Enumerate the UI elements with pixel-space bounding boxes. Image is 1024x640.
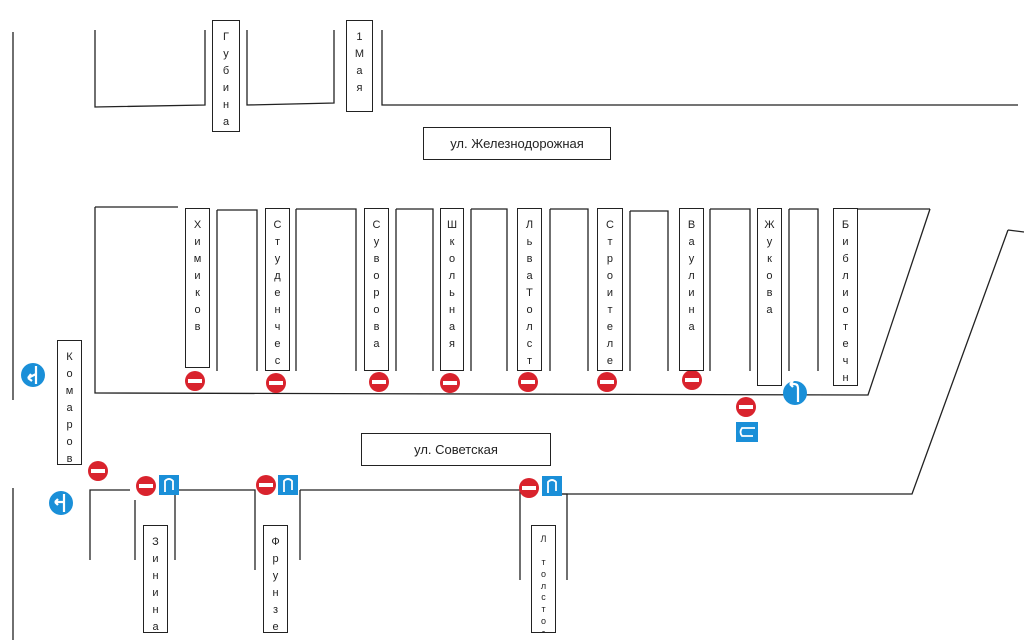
no-entry-icon [518,372,538,392]
top-block-3 [381,30,1018,106]
street-label-lvatolstogo: ЛьваТолстого [517,208,542,371]
mid-seg-7 [630,210,669,371]
bot-block-3 [300,489,521,580]
street-label-zheleznodorozhnaya: ул. Железнодорожная [423,127,611,160]
no-entry-icon [440,373,460,393]
mid-seg-3 [296,208,357,371]
u-turn-icon [278,475,298,495]
bot-block-1 [89,489,130,560]
no-entry-icon [185,371,205,391]
mid-seg-9 [789,208,819,371]
mid-seg-4 [396,208,434,371]
street-label-studencheskiy: Студенческий [265,208,290,371]
right-road-top [1007,229,1024,233]
mid-seg-6 [550,208,589,371]
no-entry-icon [266,373,286,393]
u-turn-icon [542,476,562,496]
no-entry-icon [136,476,156,496]
no-entry-icon [369,372,389,392]
mid-seg-2 [217,209,258,371]
no-entry-icon [736,397,756,417]
straight-or-left-icon [21,363,45,387]
street-label-komarova: Комарова [57,340,82,465]
u-turn-icon [159,475,179,495]
right-diagonal [560,229,1009,495]
street-label-bibliotechnaya: Библиотечная [833,208,858,386]
top-block-1 [94,30,206,108]
no-entry-icon [597,372,617,392]
street-label-sovetskaya: ул. Советская [361,433,551,466]
mid-seg-5 [471,208,508,371]
top-block-2 [246,30,335,106]
street-label-ltolstogo: Л толстого [531,525,556,633]
no-entry-icon [519,478,539,498]
street-label-stroiteley: Строителей [597,208,623,371]
no-entry-icon [256,475,276,495]
middle-block-outline [94,207,931,396]
mid-seg-8 [710,208,751,371]
straight-or-left-icon [49,491,73,515]
bot-block-2 [175,489,256,570]
u-turn-icon [736,422,758,442]
no-entry-icon [88,461,108,481]
turn-left-icon [783,380,807,405]
bot-block-4 [560,493,568,580]
no-entry-icon [682,370,702,390]
